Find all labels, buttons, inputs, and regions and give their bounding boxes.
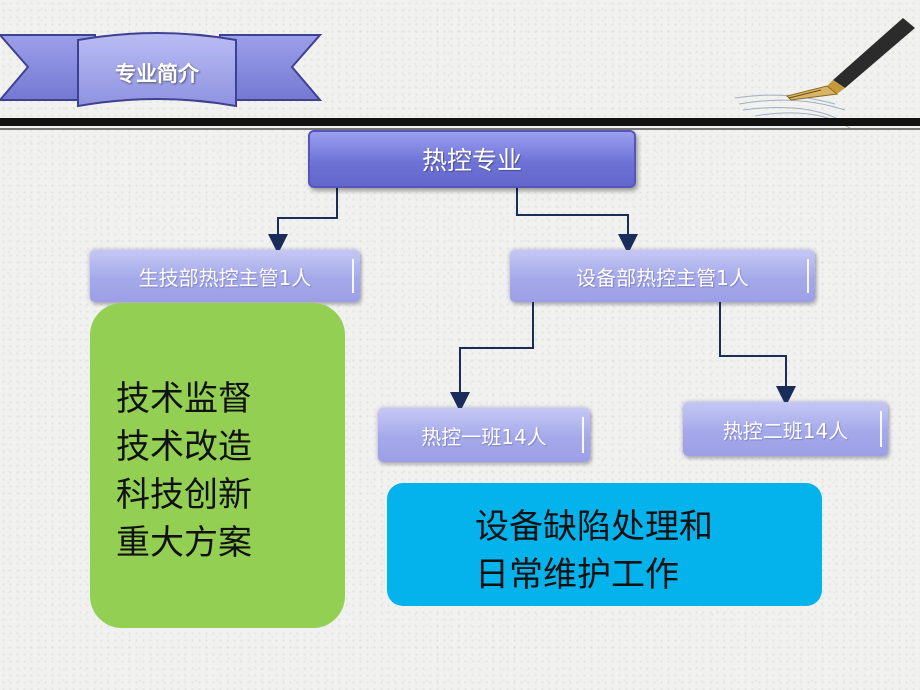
left-duties-box: 技术监督 技术改造 科技创新 重大方案 <box>90 303 345 628</box>
team-one-node: 热控一班14人 <box>378 408 590 462</box>
root-node: 热控专业 <box>308 130 636 188</box>
connector-root-right <box>516 188 638 254</box>
connector-right-team1 <box>450 300 534 412</box>
pen-icon <box>734 18 915 129</box>
left-duty-item: 技术监督 <box>116 379 252 419</box>
connector-root-left <box>268 188 338 254</box>
right-branch-node: 设备部热控主管1人 <box>510 250 815 302</box>
left-duty-item: 科技创新 <box>116 475 252 515</box>
section-title: 专业简介 <box>115 62 199 86</box>
header-divider-thin <box>0 128 920 130</box>
header-divider <box>0 118 920 126</box>
team-two-node: 热控二班14人 <box>683 402 888 456</box>
left-duty-item: 重大方案 <box>116 523 252 563</box>
right-duty-line: 日常维护工作 <box>475 555 679 595</box>
connector-right-team2 <box>719 300 796 406</box>
right-duty-line: 设备缺陷处理和 <box>475 507 713 547</box>
header-ribbon <box>0 32 323 108</box>
left-duty-item: 技术改造 <box>116 427 252 467</box>
left-branch-node: 生技部热控主管1人 <box>90 250 360 302</box>
right-duties-box: 设备缺陷处理和 日常维护工作 <box>387 483 822 606</box>
